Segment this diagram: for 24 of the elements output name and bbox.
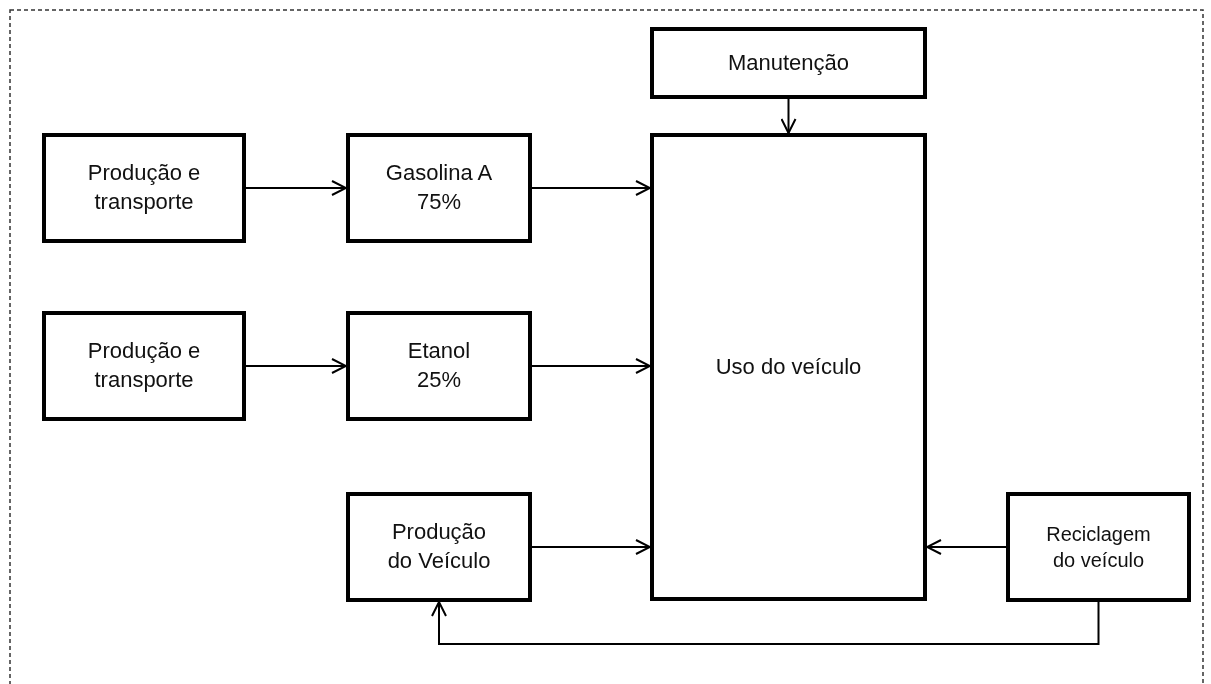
arrow <box>780 98 797 134</box>
box-label: Uso do veículo <box>715 352 862 381</box>
arrow <box>431 601 1100 645</box>
box-label: Produção e transporte <box>86 159 202 216</box>
box-label: Produção e transporte <box>86 337 202 394</box>
process-box <box>42 311 246 421</box>
box-label: Manutenção <box>727 48 850 77</box>
arrow <box>245 180 347 196</box>
arrow <box>531 180 651 196</box>
arrow <box>531 539 651 555</box>
process-box <box>650 133 927 601</box>
box-label: Etanol 25% <box>406 337 472 394</box>
process-box <box>346 492 532 602</box>
arrow <box>531 358 651 374</box>
process-box <box>650 27 927 99</box>
process-box <box>346 311 532 421</box>
process-box <box>42 133 246 243</box>
box-label: Produção do Veículo <box>386 518 492 575</box>
process-box <box>346 133 532 243</box>
box-label: Reciclagem do veículo <box>1045 522 1152 573</box>
box-label: Gasolina A 75% <box>384 159 494 216</box>
arrow <box>245 358 347 374</box>
arrow <box>926 539 1007 555</box>
process-box <box>1006 492 1191 602</box>
